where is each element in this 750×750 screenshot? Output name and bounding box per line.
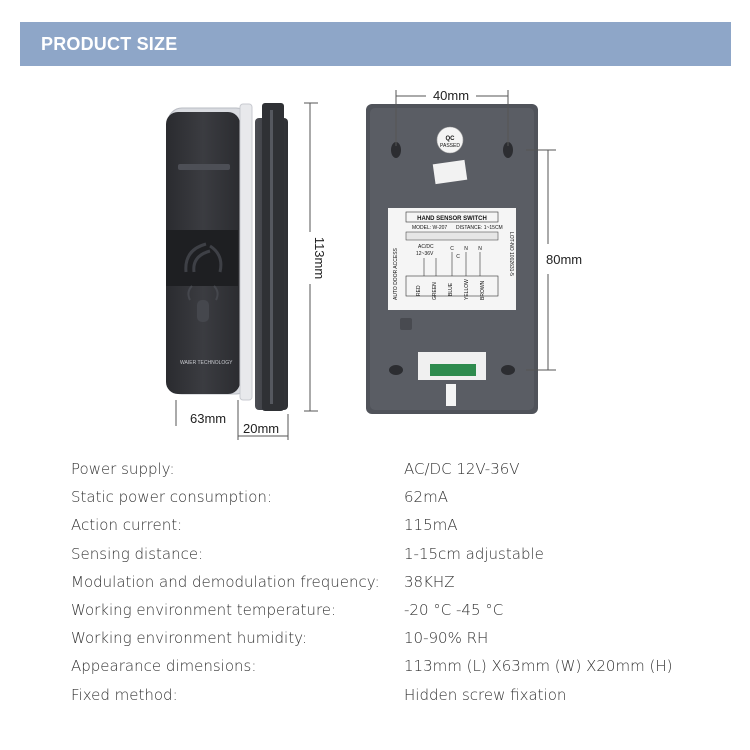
section-header-banner: PRODUCT SIZE xyxy=(20,22,731,66)
height-dimension-label: 113mm xyxy=(312,237,327,279)
back-dimension-lines xyxy=(395,90,556,371)
spec-label: Sensing distance: xyxy=(71,544,204,563)
hand-sensor-icon xyxy=(187,285,219,322)
spec-value: 38KHZ xyxy=(404,572,455,591)
sensor-window xyxy=(166,230,238,286)
spec-value: AC/DC 12V-36V xyxy=(404,460,520,478)
spec-value: 113mm (L) X63mm (W) X20mm (H) xyxy=(404,657,673,676)
label-lot: LOT-NO 1002631-5 xyxy=(508,232,514,276)
contact-label: C xyxy=(450,246,454,252)
spec-row: Working environment temperature: -20 °C -… xyxy=(71,599,731,627)
spec-value: Hidden screw fixation xyxy=(404,685,567,704)
spec-value: 1-15cm adjustable xyxy=(404,544,544,563)
wire-label: GREEN xyxy=(432,282,438,300)
label-model: MODEL: W-207 xyxy=(412,225,447,231)
mounting-hole xyxy=(503,142,513,158)
spec-label: Power supply: xyxy=(71,460,175,478)
qc-sticker: QC PASSED xyxy=(436,126,464,154)
product-size-figure: WAIER TECHNOLOGY 113mm 63mm 20mm QC PASS… xyxy=(166,88,582,440)
spec-row: Sensing distance: 1-15cm adjustable xyxy=(71,543,731,571)
spec-value: 62mA xyxy=(404,488,448,507)
spec-value: 10-90% RH xyxy=(404,629,489,648)
spec-value: -20 °C -45 °C xyxy=(404,600,504,619)
spec-label: Fixed method: xyxy=(71,685,178,704)
wire-label: RED xyxy=(416,285,422,296)
spec-value: 115mA xyxy=(404,516,458,535)
hole-spacing-vertical-label: 80mm xyxy=(546,252,582,267)
spec-label: Action current: xyxy=(71,516,183,535)
wire-label: YELLOW xyxy=(464,279,470,300)
section-title: PRODUCT SIZE xyxy=(41,34,178,54)
back-view-device: QC PASSED HAND SENSOR SWITCH MODEL: W-20… xyxy=(366,104,538,414)
front-dimension-lines xyxy=(175,102,318,440)
specifications-list: Power supply: AC/DC 12V-36V Static power c… xyxy=(71,458,731,712)
spec-row: Fixed method: Hidden screw fixation xyxy=(71,684,731,712)
terminal-block xyxy=(418,352,486,406)
depth-dimension-label: 20mm xyxy=(243,421,279,436)
spec-label: Modulation and demodulation frequency: xyxy=(71,572,380,591)
spec-row: Modulation and demodulation frequency: 38… xyxy=(71,571,731,599)
label-side-text: AUTO DOOR ACCESS xyxy=(393,247,399,300)
spec-label: Working environment humidity: xyxy=(71,629,307,648)
spec-label: Static power consumption: xyxy=(71,488,272,507)
contact-label: N xyxy=(478,246,482,252)
mounting-hole xyxy=(391,142,401,158)
spec-row: Power supply: AC/DC 12V-36V xyxy=(71,458,731,486)
label-title: HAND SENSOR SWITCH xyxy=(417,216,487,222)
front-view-device: WAIER TECHNOLOGY xyxy=(166,103,253,401)
side-view-device xyxy=(255,103,288,411)
product-label-sticker: HAND SENSOR SWITCH MODEL: W-207 DISTANCE… xyxy=(388,208,516,310)
svg-text:PASSED: PASSED xyxy=(440,143,460,149)
spec-row: Working environment humidity: 10-90% RH xyxy=(71,627,731,655)
svg-text:QC: QC xyxy=(446,136,456,142)
spec-label: Appearance dimensions: xyxy=(71,657,257,676)
spec-row: Appearance dimensions: 113mm (L) X63mm (W… xyxy=(71,655,731,683)
label-distance: DISTANCE: 1~15CM xyxy=(456,225,503,231)
mounting-hole xyxy=(389,365,403,375)
spec-label: Working environment temperature: xyxy=(71,600,337,619)
label-power: AC/DC xyxy=(418,244,434,250)
mounting-hole xyxy=(501,365,515,375)
label-voltage: 12~36V xyxy=(416,251,434,257)
contact-label: C xyxy=(456,254,460,260)
contact-label: N xyxy=(464,246,468,252)
front-brand-text: WAIER TECHNOLOGY xyxy=(180,360,233,366)
width-dimension-label: 63mm xyxy=(190,411,226,426)
wire-label: BROWN xyxy=(480,280,486,300)
spec-row: Action current: 115mA xyxy=(71,514,731,542)
hole-spacing-horizontal-label: 40mm xyxy=(433,88,469,103)
wire-label: BLUE xyxy=(448,282,454,296)
spec-row: Static power consumption: 62mA xyxy=(71,486,731,514)
indicator-slot xyxy=(178,164,230,170)
